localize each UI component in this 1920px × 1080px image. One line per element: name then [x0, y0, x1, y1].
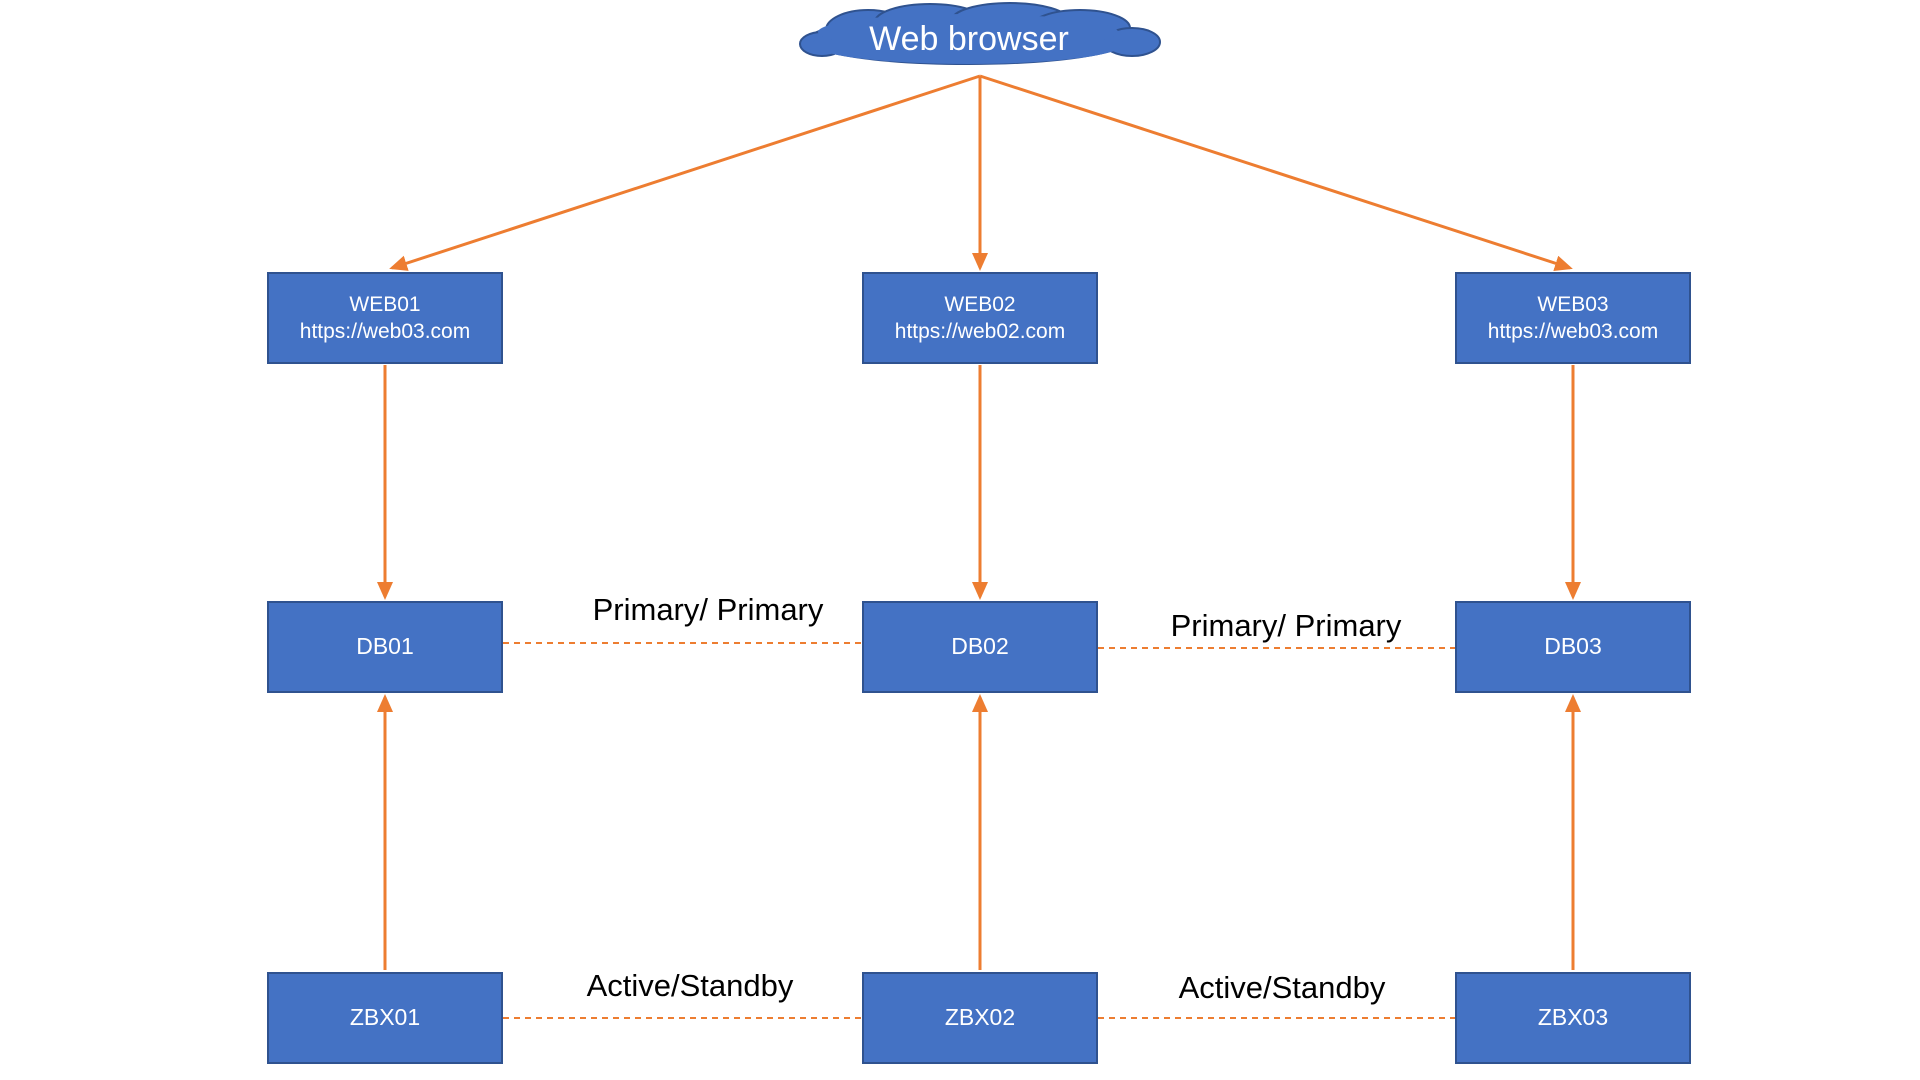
zbx03-node[interactable]: ZBX03: [1455, 972, 1691, 1064]
web01-name: WEB01: [349, 292, 421, 316]
zbx02-zbx03-relation-label: Active/Standby: [1178, 970, 1386, 1005]
db03-node[interactable]: DB03: [1455, 601, 1691, 693]
db02-db03-relation-label: Primary/ Primary: [1170, 608, 1402, 643]
zbx01-node[interactable]: ZBX01: [267, 972, 503, 1064]
db02-node[interactable]: DB02: [862, 601, 1098, 693]
web02-name: WEB02: [944, 292, 1016, 316]
web02-node[interactable]: WEB02 https://web02.com: [862, 272, 1098, 364]
zbx02-node[interactable]: ZBX02: [862, 972, 1098, 1064]
web03-node[interactable]: WEB03 https://web03.com: [1455, 272, 1691, 364]
arrow-browser-web03: [979, 74, 1573, 271]
web-browser-label: Web browser: [869, 19, 1069, 58]
cloud-icon: [799, 2, 1161, 65]
zbx03-name: ZBX03: [1537, 1004, 1609, 1031]
db03-name: DB03: [1544, 633, 1602, 660]
web03-name: WEB03: [1537, 292, 1609, 316]
zbx01-name: ZBX01: [349, 1004, 421, 1031]
web03-url: https://web03.com: [1487, 320, 1659, 343]
db01-name: DB01: [356, 633, 414, 660]
zbx01-zbx02-relation-label: Active/Standby: [586, 968, 794, 1003]
web02-url: https://web02.com: [894, 320, 1066, 343]
db01-db02-relation-label: Primary/ Primary: [592, 592, 824, 627]
db01-node[interactable]: DB01: [267, 601, 503, 693]
web01-url: https://web03.com: [299, 320, 471, 343]
web01-node[interactable]: WEB01 https://web03.com: [267, 272, 503, 364]
arrow-browser-web01: [389, 74, 981, 271]
db02-name: DB02: [951, 633, 1009, 660]
zbx02-name: ZBX02: [944, 1004, 1016, 1031]
